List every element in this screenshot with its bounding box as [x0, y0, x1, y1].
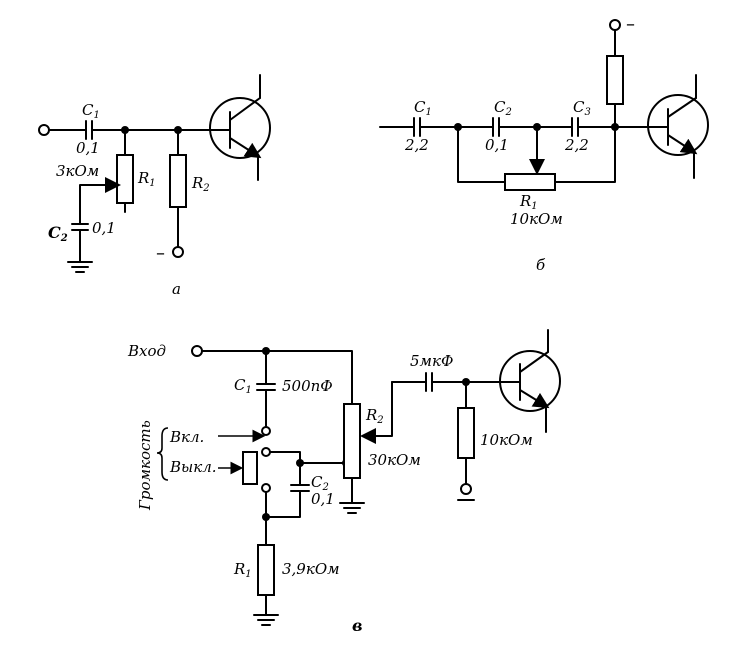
volume-switch-button [242, 451, 258, 485]
resistor-base [457, 407, 475, 459]
r1-label: R1 [233, 560, 252, 580]
input-label: Вход [127, 342, 166, 360]
c2-label: C2 [494, 98, 512, 118]
r2-value: 30кОм [368, 451, 421, 469]
transistor-a [209, 74, 271, 181]
wire [265, 490, 301, 518]
c2-value: 0,1 [485, 136, 509, 154]
c1-value: 500пФ [282, 377, 333, 395]
c1-value: 2,2 [404, 136, 429, 154]
c2-label: C2 [48, 223, 68, 244]
input-terminal [38, 124, 50, 136]
wire [457, 126, 506, 183]
bias-terminal [460, 483, 472, 495]
ground-symbol [253, 614, 279, 626]
input-terminal [191, 345, 203, 357]
r1-label: R1 [519, 192, 538, 212]
c1-label: C1 [82, 101, 100, 121]
wire [269, 451, 301, 464]
coupling-cap-value: 5мкФ [410, 352, 453, 370]
switch-group-label: Громкость [136, 420, 154, 511]
ground-symbol [67, 261, 93, 273]
resistor-r1 [116, 154, 134, 204]
resistor-r2 [343, 403, 361, 479]
c3-label: C3 [573, 98, 591, 118]
switch-contact-common [261, 447, 271, 457]
switch-group-brace [156, 427, 169, 481]
caption-b: б [536, 256, 546, 274]
r2-label: R2 [191, 174, 210, 194]
wire [554, 126, 616, 183]
c1-label: C1 [234, 376, 252, 396]
c2-value: 0,1 [311, 490, 335, 508]
c1-value: 0,1 [76, 139, 100, 157]
r1-value: 3кОм [56, 162, 99, 180]
diagram-c: Вход C1 500пФ C2 0,1 [127, 329, 561, 635]
r2-label: R2 [365, 406, 384, 426]
wire [201, 350, 353, 405]
c1-label: C1 [414, 98, 432, 118]
switch-contact-off [261, 483, 271, 493]
c3-value: 2,2 [564, 136, 589, 154]
caption-a: а [172, 280, 181, 298]
c2-label: C2 [311, 473, 329, 493]
base-res-value: 10кОм [480, 431, 533, 449]
resistor-load [606, 55, 624, 105]
c2-value: 0,1 [92, 219, 116, 237]
switch-on-label: Вкл. [169, 428, 204, 446]
supply-terminal [609, 19, 621, 31]
switch-contact-on [261, 426, 271, 436]
transistor-b [647, 74, 709, 179]
diagram-a: C1 0,1 3кОм R1 C2 0,1 R2 – [38, 74, 271, 298]
r1-value: 10кОм [510, 210, 563, 228]
resistor-r1 [504, 173, 556, 191]
r1-wiper-arrow [79, 177, 121, 219]
minus-label: – [626, 14, 635, 35]
minus-label: – [156, 243, 165, 264]
switch-off-label: Выкл. [169, 458, 217, 476]
diagram-b: C1 2,2 C2 0,1 C3 2,2 R1 10кОм – [379, 14, 709, 274]
r1-label: R1 [137, 169, 156, 189]
ground-symbol [339, 502, 365, 514]
resistor-r1 [257, 544, 275, 596]
r1-value: 3,9кОм [282, 560, 340, 578]
resistor-r2 [169, 154, 187, 208]
transistor-c [499, 329, 561, 433]
supply-terminal [172, 246, 184, 258]
r2-wiper-arrow [360, 381, 393, 444]
caption-c: в [352, 616, 363, 635]
